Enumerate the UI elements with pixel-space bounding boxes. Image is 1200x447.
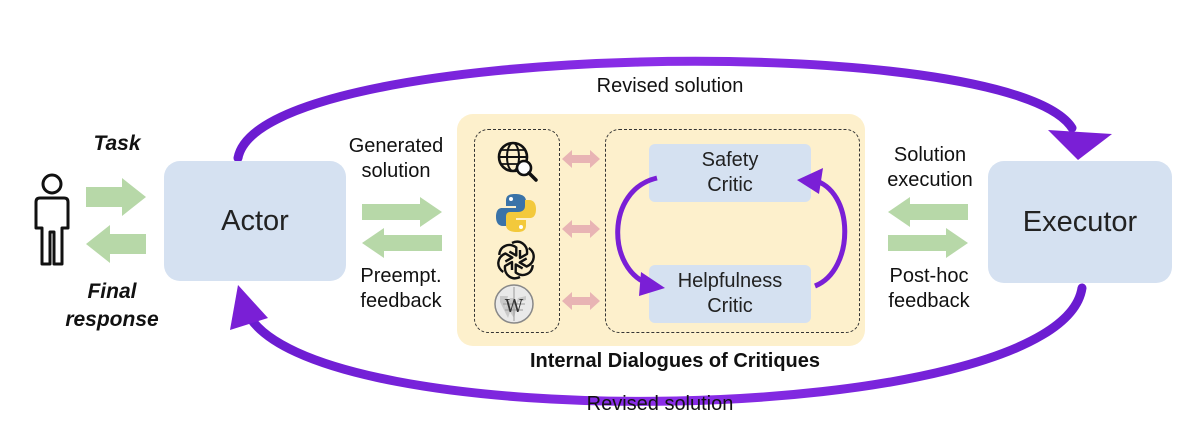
tools-group <box>474 129 560 333</box>
helpfulness-critic-node: Helpfulness Critic <box>649 265 811 323</box>
final-response-arrow <box>86 225 146 263</box>
critics-group <box>605 129 860 333</box>
final-response-label: Final response <box>65 280 159 331</box>
wikipedia-icon: W <box>494 284 534 324</box>
python-icon <box>496 194 536 232</box>
tool-link-arrow <box>562 220 600 238</box>
revised-solution-top-label: Revised solution <box>596 75 744 97</box>
solution-execution-label: Solution execution <box>887 144 973 191</box>
svg-text:W: W <box>505 296 524 317</box>
openai-icon <box>497 240 535 280</box>
user-icon <box>34 173 70 266</box>
safety-critic-node: Safety Critic <box>649 144 811 202</box>
solution-execution-arrow <box>888 197 968 227</box>
preempt-feedback-label: Preempt. feedback <box>360 265 442 312</box>
generated-solution-arrow <box>362 197 442 227</box>
revised-arc-bottom-head <box>230 285 268 330</box>
task-arrow <box>86 178 146 216</box>
actor-node: Actor <box>164 161 346 281</box>
tool-link-arrow <box>562 292 600 310</box>
executor-node: Executor <box>988 161 1172 283</box>
critic-loop-arrows <box>615 168 848 296</box>
revised-arc-bottom <box>241 283 1087 406</box>
web-search-icon <box>497 141 538 182</box>
revised-arc-top-head <box>1048 130 1112 160</box>
preempt-feedback-arrow <box>362 228 442 258</box>
posthoc-feedback-arrow <box>888 228 968 258</box>
posthoc-feedback-label: Post-hoc feedback <box>888 265 970 312</box>
actor-label: Actor <box>221 204 289 237</box>
revised-solution-bottom-label: Revised solution <box>586 393 734 415</box>
task-label: Task <box>93 132 141 155</box>
generated-solution-label: Generated solution <box>348 135 444 182</box>
panel-title: Internal Dialogues of Critiques <box>529 350 821 372</box>
revised-arc-top <box>233 56 1077 163</box>
executor-label: Executor <box>1022 205 1138 238</box>
tool-link-arrow <box>562 150 600 168</box>
